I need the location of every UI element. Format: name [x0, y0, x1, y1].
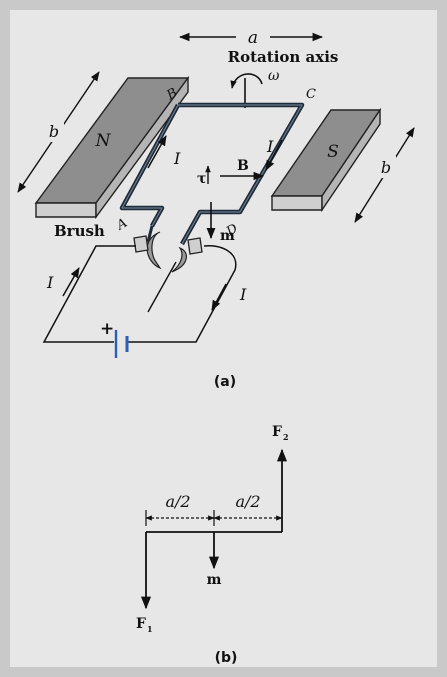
force-f1-label: F — [136, 616, 146, 632]
commutator-ring-left — [146, 231, 162, 270]
current-arrow-circuit-left — [62, 267, 80, 297]
current-arrow-cd — [265, 139, 283, 171]
b-field-label: B — [237, 158, 249, 174]
half-a-right-label: a/2 — [235, 492, 260, 511]
dimension-b-left-label: b — [49, 122, 59, 141]
current-arrow-circuit-right — [211, 283, 227, 311]
corner-c-label: C — [306, 87, 316, 102]
dimension-b-right-label: b — [381, 158, 391, 177]
current-label-circuit-right: I — [239, 285, 247, 304]
force-f2-subscript: 2 — [283, 432, 289, 442]
magnet-s-front — [271, 195, 323, 211]
coil-loop-highlight — [121, 104, 303, 245]
magnet-n-side — [95, 75, 189, 220]
rotation-arrow — [230, 73, 263, 89]
commutator-lead-left — [146, 225, 154, 243]
current-label-circuit-left: I — [46, 273, 54, 292]
magnet-s-label: S — [327, 142, 339, 162]
tau-label: τ — [197, 171, 206, 187]
commutator-ring-right — [171, 246, 187, 273]
rotation-axis-label: Rotation axis — [228, 48, 339, 66]
dimension-b-left-mask — [44, 120, 64, 142]
brush-label: Brush — [54, 222, 105, 240]
dimension-a-mask — [236, 27, 270, 47]
caption-b: (b) — [215, 650, 238, 666]
omega-label: ω — [268, 68, 280, 84]
magnet-n-label: N — [95, 131, 112, 151]
force-f2-label: F — [272, 424, 282, 440]
half-a-left-label: a/2 — [165, 492, 190, 511]
external-circuit — [42, 244, 237, 343]
current-label-cd: I — [266, 137, 274, 156]
current-arrow-ab — [147, 135, 167, 169]
magnet-n-front — [35, 202, 97, 218]
battery-plus-label: + — [100, 319, 114, 339]
rotation-axis-lower — [147, 261, 177, 313]
dimension-b-right-mask — [376, 156, 396, 178]
current-label-ab: I — [173, 149, 181, 168]
force-f1-subscript: 1 — [147, 624, 153, 634]
brush-right — [187, 237, 203, 255]
m-label: m — [207, 572, 222, 588]
dimension-a-label: a — [248, 28, 258, 48]
caption-a: (a) — [214, 374, 236, 390]
m-vector-label: m — [220, 228, 235, 244]
brush-left — [133, 235, 149, 253]
